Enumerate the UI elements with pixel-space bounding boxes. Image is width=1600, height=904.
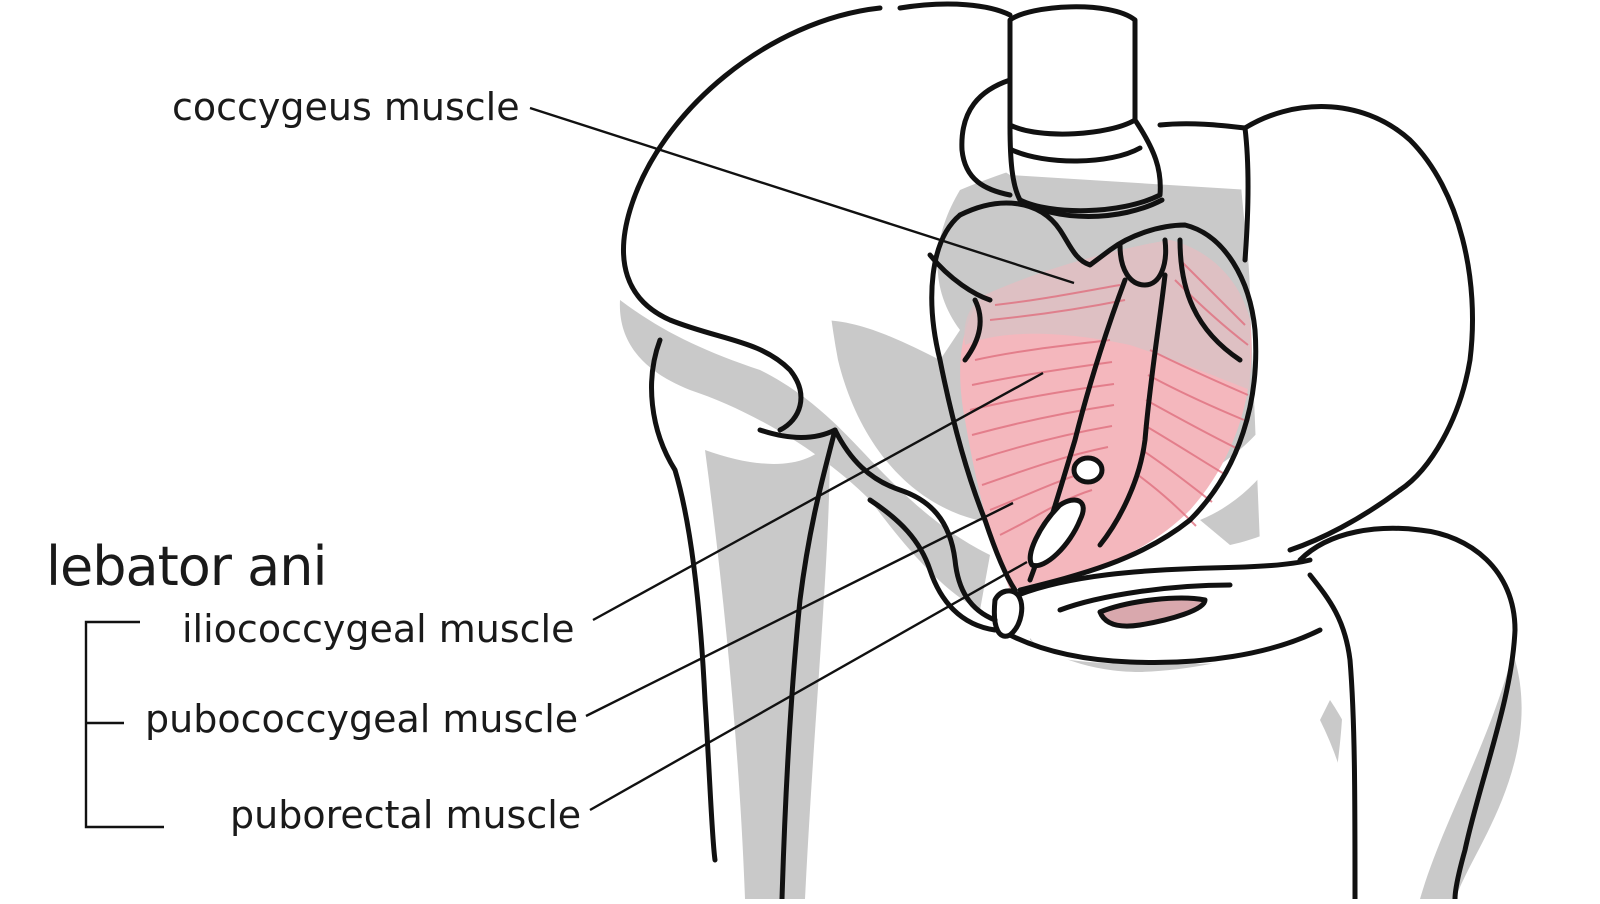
anal-opening bbox=[1071, 455, 1105, 485]
leader-lines bbox=[529, 106, 1075, 812]
coccyx-outline bbox=[1117, 237, 1169, 288]
right-ilium-outline bbox=[1157, 104, 1475, 493]
pubic-symphysis bbox=[991, 588, 1025, 639]
pelvic-inlet-outline bbox=[957, 200, 1259, 593]
muscle-fibers bbox=[969, 259, 1249, 536]
pubis-lower bbox=[1007, 627, 1323, 666]
label-puborectal-muscle: puborectal muscle bbox=[230, 793, 582, 837]
left-ilium-outline bbox=[621, 5, 883, 433]
raphe-right bbox=[1097, 272, 1168, 548]
right-femur-head bbox=[1297, 525, 1518, 902]
levator-ani-muscles bbox=[960, 240, 1252, 590]
vaginal-opening bbox=[1027, 497, 1086, 569]
outline-strokes bbox=[621, 1, 1518, 902]
inlet-inner-left bbox=[962, 297, 983, 363]
sacrum-column-mid bbox=[1007, 117, 1163, 214]
sacrum-left-wing bbox=[959, 77, 1013, 198]
leader-pubococcygeal bbox=[585, 501, 1014, 718]
muscle-upper-shade bbox=[964, 240, 1250, 390]
label-levator-ani: lebator ani bbox=[46, 535, 327, 598]
sacrum-disc-line bbox=[1009, 145, 1143, 164]
right-trochanter bbox=[1287, 487, 1403, 553]
obturator-right bbox=[1097, 595, 1208, 629]
right-ilium-inner bbox=[1242, 125, 1251, 263]
leader-iliococcygeal bbox=[592, 371, 1044, 622]
levator-ani-bracket bbox=[84, 620, 164, 829]
sacral-promontory bbox=[927, 252, 993, 303]
right-arc-line bbox=[1177, 237, 1243, 363]
right-femur-inner bbox=[1307, 572, 1358, 902]
left-ilium-inner bbox=[897, 1, 1013, 18]
left-femur-neck bbox=[832, 427, 998, 623]
obturator-right-outer bbox=[1057, 582, 1233, 613]
leader-puborectal bbox=[589, 560, 1028, 812]
label-pubococcygeal-muscle: pubococcygeal muscle bbox=[145, 697, 579, 741]
left-femur-inner bbox=[757, 427, 838, 902]
pelvic-inlet-left bbox=[929, 212, 1018, 593]
pubic-ramus-left bbox=[867, 497, 998, 633]
left-femur-outline bbox=[649, 337, 718, 863]
label-coccygeus-muscle: coccygeus muscle bbox=[172, 85, 520, 129]
label-iliococcygeal-muscle: iliococcygeal muscle bbox=[182, 607, 575, 651]
pubic-ramus-right bbox=[1015, 557, 1313, 598]
leader-coccygeus bbox=[529, 106, 1075, 285]
